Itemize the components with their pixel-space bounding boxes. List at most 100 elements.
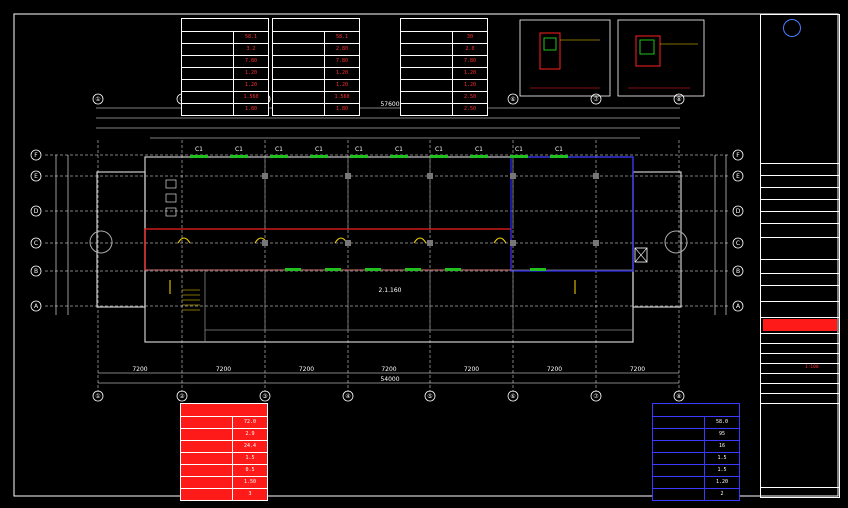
- axis-label: D: [736, 208, 741, 215]
- table-key: [273, 56, 325, 67]
- span-dim: 7200: [630, 366, 645, 373]
- window: [270, 155, 288, 158]
- window-tag: C1: [395, 146, 403, 153]
- table-value: 1.560: [243, 94, 259, 100]
- window-tag: C1: [275, 146, 283, 153]
- span-dim: 7200: [216, 366, 231, 373]
- axis-bubble: [30, 237, 42, 249]
- window-tag: C1: [555, 146, 563, 153]
- axis-bubble: [590, 93, 602, 105]
- table-key: [181, 429, 233, 440]
- axis-label: B: [736, 268, 740, 275]
- table-key: [653, 453, 705, 464]
- table-row: 30: [401, 32, 487, 44]
- axis-label: A: [34, 303, 39, 310]
- blue-zone: [510, 156, 634, 272]
- doors: [169, 237, 576, 294]
- span-dim: 7200: [381, 366, 396, 373]
- table-row: 7.80: [401, 56, 487, 68]
- axis-label: F: [736, 152, 740, 159]
- table-row: 16: [653, 441, 739, 453]
- table-key: [181, 417, 233, 428]
- table-value: 1.5: [717, 455, 727, 461]
- column: [262, 173, 268, 179]
- table-header: [273, 19, 359, 32]
- axis-label: E: [34, 173, 38, 180]
- table-key: [181, 441, 233, 452]
- table-value: 7.80: [335, 58, 349, 64]
- window: [530, 268, 546, 271]
- table-row: 1.560: [273, 92, 359, 104]
- axis-label: ④: [345, 393, 350, 400]
- table-value: 1.560: [334, 94, 350, 100]
- table-value: 1.80: [244, 106, 258, 112]
- table-value: 2.50: [463, 94, 477, 100]
- column: [345, 173, 351, 179]
- axis-bubble: [30, 170, 42, 182]
- table-value: 58.1: [335, 34, 349, 40]
- window: [405, 268, 421, 271]
- axis-bubble: [507, 93, 519, 105]
- table-row: 1.5: [653, 453, 739, 465]
- table-key: [273, 104, 325, 115]
- round-column-left: [89, 230, 113, 254]
- window: [550, 155, 568, 158]
- table-key: [181, 465, 233, 476]
- scale-value: 1:100: [805, 365, 819, 370]
- axis-label: ⑧: [676, 96, 681, 103]
- window-tag: C1: [355, 146, 363, 153]
- table-key: [182, 32, 234, 43]
- table-value: 7.80: [463, 58, 477, 64]
- detail-box-2: [617, 19, 705, 97]
- axis-label: ①: [95, 96, 100, 103]
- table-value: 58.0: [715, 419, 729, 425]
- window: [325, 268, 341, 271]
- table-value: 1.20: [244, 70, 258, 76]
- table-row: 58.1: [182, 32, 268, 44]
- axis-bubble: [732, 205, 744, 217]
- table-key: [653, 465, 705, 476]
- table-value: 1.50: [243, 479, 257, 485]
- axis-label: ⑧: [676, 393, 681, 400]
- table-row: 1.20: [273, 80, 359, 92]
- table-value: 1.80: [335, 106, 349, 112]
- axis-bubble: [673, 93, 685, 105]
- grid-lines-vertical: [97, 140, 680, 392]
- table-value: 95: [718, 431, 726, 437]
- elevator-box: [634, 247, 648, 263]
- axis-label: C: [34, 240, 38, 247]
- table-row: 2.80: [273, 44, 359, 56]
- table-key: [182, 68, 234, 79]
- top-total-dim: 57600: [380, 101, 399, 108]
- table-key: [273, 32, 325, 43]
- table-key: [653, 441, 705, 452]
- table-value: 7.80: [244, 58, 258, 64]
- window-tag: C1: [435, 146, 443, 153]
- table-header: [401, 19, 487, 32]
- table-row: 1.5: [181, 453, 267, 465]
- table-key: [401, 92, 453, 103]
- axis-label: A: [736, 303, 741, 310]
- window-tag: C1: [195, 146, 203, 153]
- logo-mark: [783, 19, 801, 37]
- table-header: [653, 404, 739, 417]
- table-header: [182, 19, 268, 32]
- column: [345, 240, 351, 246]
- toilet-fixtures: [165, 179, 177, 217]
- table-key: [401, 44, 453, 55]
- table-value: 2: [720, 491, 724, 497]
- axis-bubble: [732, 300, 744, 312]
- table-row: 1.20: [273, 68, 359, 80]
- table-value: 3: [248, 491, 252, 497]
- window-tag: C1: [315, 146, 323, 153]
- bottom-total-dim: 54000: [380, 376, 399, 383]
- bottom-dimension-lines: [98, 372, 679, 384]
- table-key: [653, 417, 705, 428]
- table-key: [181, 453, 233, 464]
- room-tag: 2.1.160: [379, 287, 402, 294]
- table-row: 2: [653, 489, 739, 500]
- table-row: 24.4: [181, 441, 267, 453]
- axis-label: B: [34, 268, 38, 275]
- axis-bubble: [732, 149, 744, 161]
